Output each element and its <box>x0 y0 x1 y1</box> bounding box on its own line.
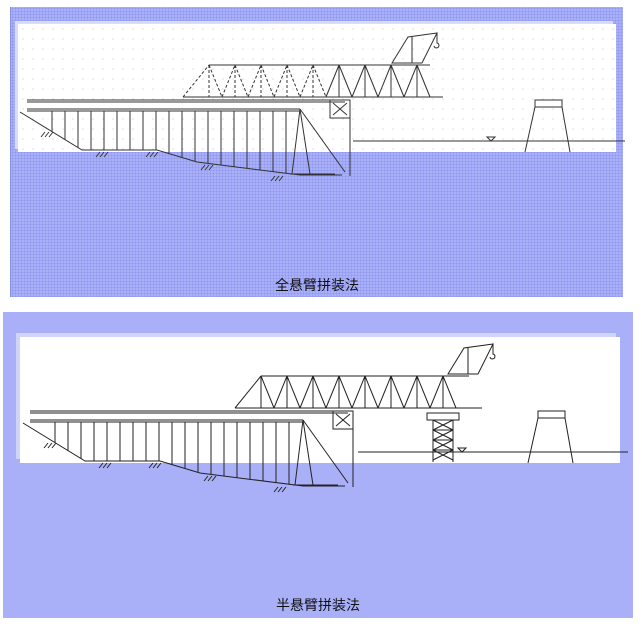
ground-hatch <box>277 486 283 493</box>
pier-leg <box>524 106 536 153</box>
truss-diagonal <box>390 375 405 409</box>
bracket <box>299 108 346 173</box>
ground-hatch <box>145 151 151 158</box>
truss-diagonal <box>273 64 288 98</box>
ground-hatch <box>99 151 105 158</box>
truss-diagonal <box>351 64 366 98</box>
bracket <box>291 108 301 175</box>
full-cantilever-caption: 全悬臂拼装法 <box>275 278 359 294</box>
truss-diagonal <box>364 375 379 409</box>
pier-cap <box>534 99 563 108</box>
half-cantilever-caption: 半悬臂拼装法 <box>276 598 360 614</box>
ground-hatch <box>51 442 57 449</box>
half-cantilever-diagram <box>22 343 628 493</box>
bearing-x <box>332 102 348 116</box>
full-cantilever-panel: 全悬臂拼装法 <box>10 7 623 297</box>
truss-diagonal <box>260 64 275 98</box>
temporary-pier-brace <box>432 439 454 451</box>
truss-diagonal <box>416 375 431 409</box>
ground-hatch <box>200 164 206 171</box>
truss-diagonal <box>403 64 418 98</box>
truss-diagonal <box>429 375 444 409</box>
crane-boom <box>447 343 494 375</box>
ground-hatch <box>148 462 154 469</box>
truss-diagonal <box>325 64 340 98</box>
ground-profile <box>22 422 345 487</box>
truss-diagonal <box>364 64 379 98</box>
ground-hatch <box>270 175 276 182</box>
temporary-pier-brace <box>432 429 454 441</box>
truss-diagonal <box>247 64 262 98</box>
truss-diagonal <box>299 375 314 409</box>
pier-cap <box>537 410 566 419</box>
truss-diagonal <box>286 64 301 98</box>
ground-hatch <box>207 475 213 482</box>
temporary-pier-cap <box>426 412 460 421</box>
full-cantilever-drawing-area <box>18 24 616 152</box>
ground-hatch <box>43 442 49 449</box>
pier-leg <box>561 106 571 153</box>
truss-diagonal <box>234 64 249 98</box>
half-cantilever-panel: 半悬臂拼装法 <box>3 312 633 618</box>
ground-hatch <box>211 475 217 482</box>
temporary-pier-brace <box>432 419 454 431</box>
bracket <box>299 108 311 175</box>
ground-hatch <box>156 462 162 469</box>
ground-hatch <box>203 475 209 482</box>
truss-diagonal <box>442 375 457 409</box>
ground-hatch <box>274 175 280 182</box>
pier-leg <box>527 417 539 464</box>
ground-hatch <box>281 486 287 493</box>
ground-hatch <box>149 151 155 158</box>
truss-diagonal <box>182 64 210 98</box>
truss-diagonal <box>390 64 405 98</box>
ground-hatch <box>278 175 284 182</box>
truss-diagonal <box>338 64 353 98</box>
truss-diagonal <box>234 375 262 409</box>
truss-diagonal <box>208 64 223 98</box>
ground-hatch <box>273 486 279 493</box>
bearing-x <box>335 413 351 427</box>
water-level-icon <box>485 136 497 142</box>
truss-diagonal <box>312 375 327 409</box>
ground-hatch <box>95 151 101 158</box>
truss-diagonal <box>299 64 314 98</box>
bracket <box>302 419 314 486</box>
truss-diagonal <box>286 375 301 409</box>
ground-hatch <box>102 462 108 469</box>
ground-hatch <box>44 131 50 138</box>
truss-diagonal <box>403 375 418 409</box>
ground-hatch <box>204 164 210 171</box>
truss-diagonal <box>260 375 275 409</box>
ground-hatch <box>153 151 159 158</box>
temporary-pier-brace <box>432 449 454 461</box>
bracket <box>294 419 304 486</box>
ground-hatch <box>103 151 109 158</box>
ground-hatch <box>47 442 53 449</box>
ground-hatch <box>40 131 46 138</box>
truss-diagonal <box>338 375 353 409</box>
truss-diagonal <box>416 64 431 98</box>
ground-hatch <box>152 462 158 469</box>
ground-hatch <box>98 462 104 469</box>
crane-hook-icon <box>433 33 440 49</box>
truss-diagonal <box>221 64 236 98</box>
truss-diagonal <box>377 64 392 98</box>
truss-diagonal <box>273 375 288 409</box>
water-level-icon <box>456 447 468 453</box>
ground-hatch <box>48 131 54 138</box>
crane-boom <box>391 32 438 64</box>
crane-hook-icon <box>489 344 496 360</box>
full-cantilever-diagram <box>19 32 625 182</box>
truss-diagonal <box>325 375 340 409</box>
truss-diagonal <box>312 64 327 98</box>
truss-diagonal <box>377 375 392 409</box>
truss-diagonal <box>351 375 366 409</box>
ground-profile <box>19 111 342 176</box>
ground-hatch <box>106 462 112 469</box>
ground-hatch <box>208 164 214 171</box>
pier-leg <box>564 417 574 464</box>
bracket <box>302 419 349 484</box>
